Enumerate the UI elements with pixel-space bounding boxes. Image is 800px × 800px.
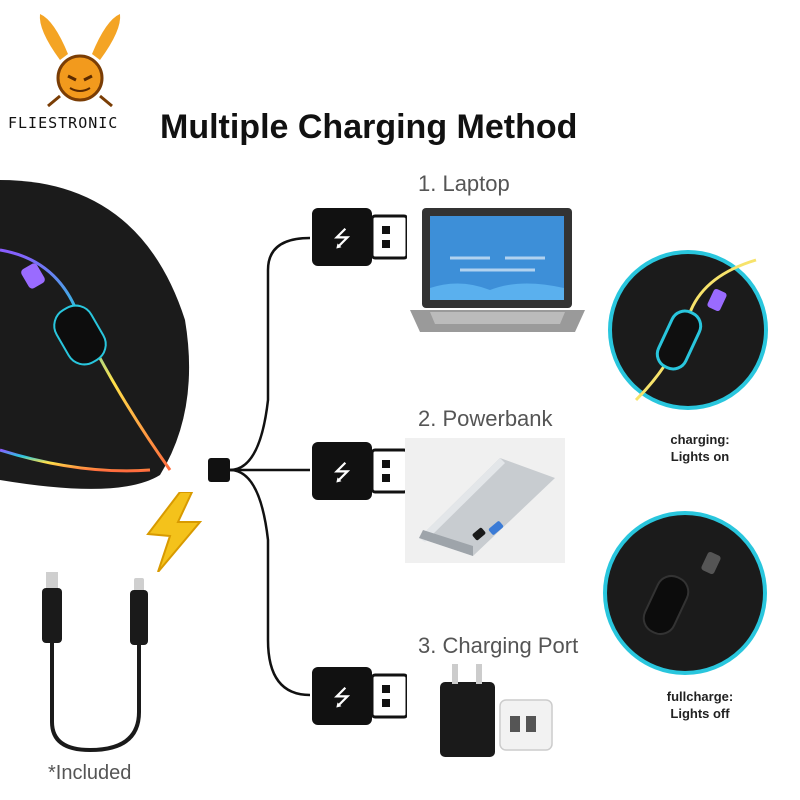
- status-fullcharge-line1: fullcharge:: [666, 689, 734, 704]
- usb-plug-icon: ⭍: [312, 442, 407, 500]
- mouse-image: [0, 180, 190, 489]
- brand-name: FLIESTRONIC: [8, 114, 119, 132]
- included-note: *Included: [48, 762, 132, 784]
- status-charging-line2: Lights on: [670, 449, 730, 464]
- status-charging-line1: charging:: [670, 432, 730, 447]
- option-label-charging-port: 3. Charging Port: [418, 633, 579, 658]
- wall-charger-icon: [440, 664, 553, 757]
- option-label-powerbank: 2. Powerbank: [418, 406, 553, 431]
- fullcharge-lights-off-inset: [603, 511, 767, 675]
- laptop-icon: [410, 208, 585, 332]
- brand-logo: [39, 14, 121, 108]
- charging-lights-on-inset: [608, 250, 768, 410]
- lightning-icon: [146, 492, 203, 572]
- cable-diagram: [208, 236, 311, 697]
- status-charging: charging: Lights on: [640, 431, 760, 465]
- powerbank-icon: [405, 438, 565, 563]
- status-fullcharge-line2: Lights off: [670, 706, 730, 721]
- svg-text:⭍: ⭍: [333, 227, 351, 252]
- usb-c-cable-image: [42, 572, 148, 753]
- option-label-laptop: 1. Laptop: [418, 171, 510, 196]
- svg-text:⭍: ⭍: [333, 461, 351, 486]
- svg-text:⭍: ⭍: [333, 686, 351, 711]
- usb-plug-icon: ⭍: [312, 667, 407, 725]
- usb-plug-icon: ⭍: [312, 208, 407, 266]
- page-title: Multiple Charging Method: [160, 108, 578, 146]
- status-fullcharge: fullcharge: Lights off: [640, 688, 760, 722]
